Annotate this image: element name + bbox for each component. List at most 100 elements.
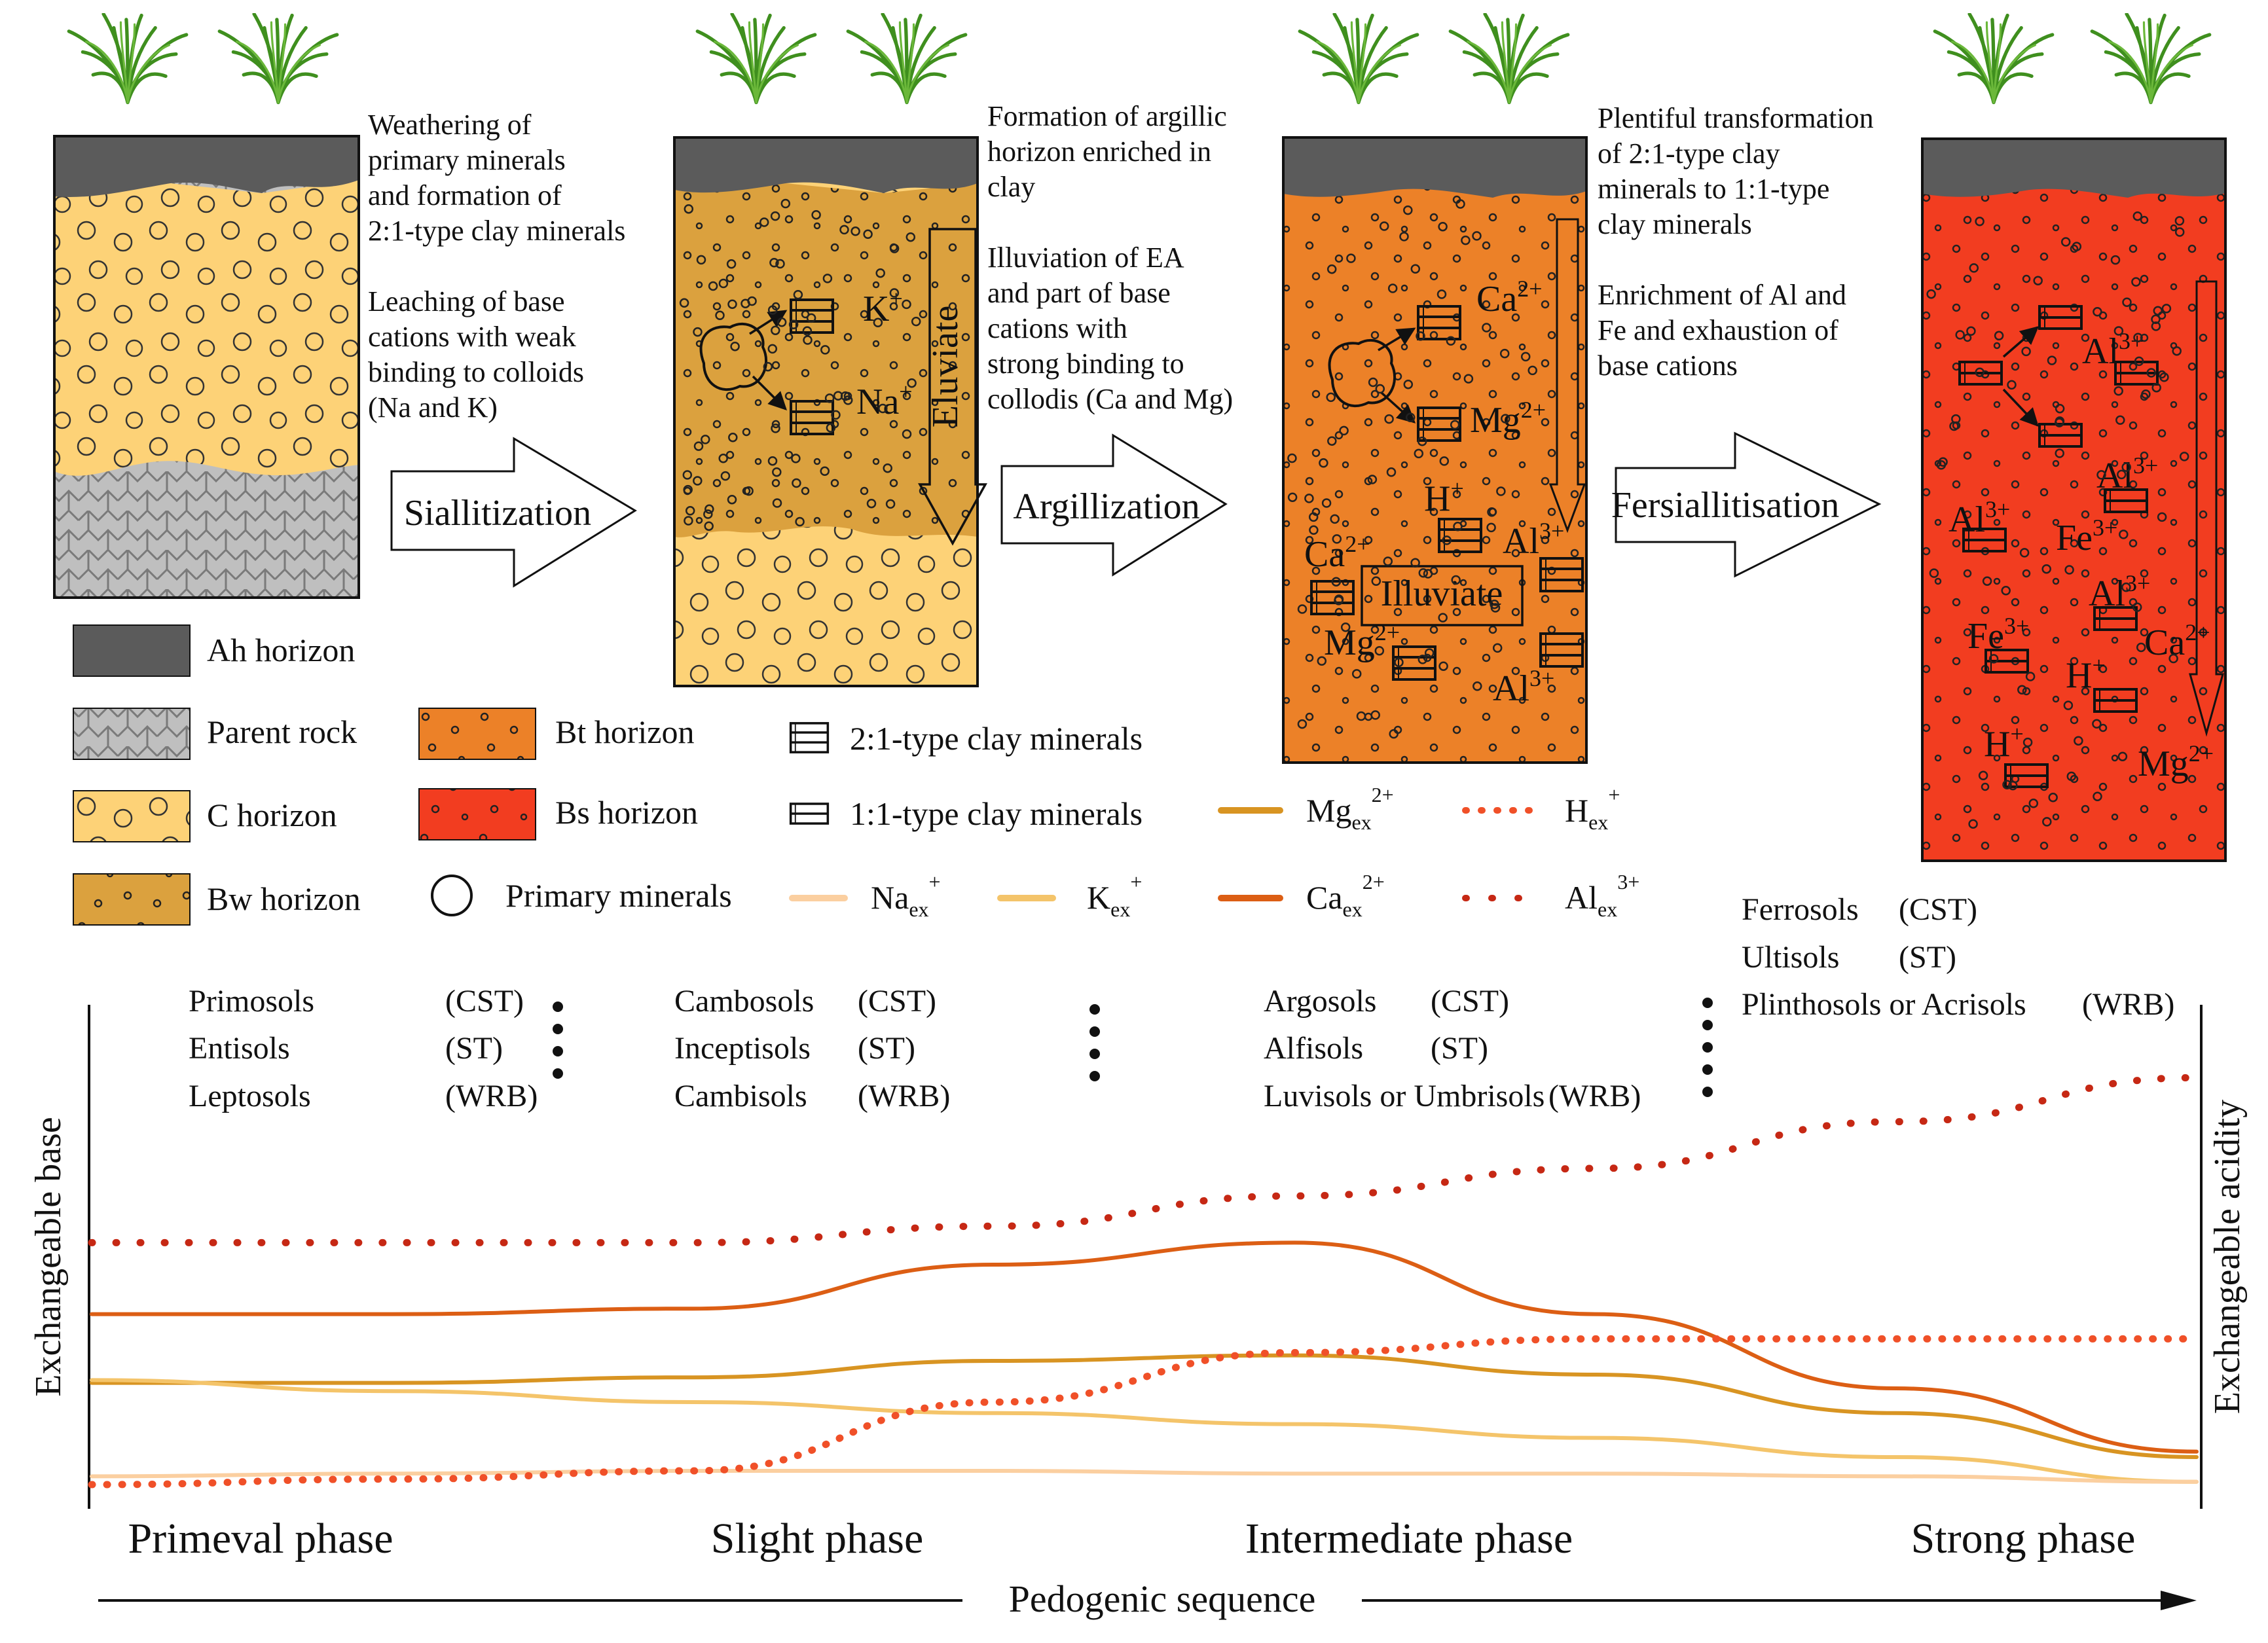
speckle [1418, 655, 1428, 664]
ion-mg: Mg2+ [1470, 397, 1546, 441]
speckle [1410, 558, 1420, 568]
speckle [684, 204, 694, 214]
speckle [728, 433, 738, 442]
speckle [726, 259, 737, 269]
speckle [679, 298, 689, 308]
speckle [2151, 321, 2161, 331]
primary-mineral-icon [431, 875, 473, 916]
speckle [2159, 372, 2169, 382]
speckle [1383, 556, 1393, 566]
soil-group-name: Inceptisols [674, 1031, 811, 1066]
speckle [1490, 599, 1499, 609]
speckle [1988, 654, 1999, 664]
speckle [763, 361, 773, 372]
annotation-line: binding to colloids [368, 356, 584, 388]
speckle [802, 326, 813, 336]
speckle [685, 506, 695, 516]
soil-group-name: Entisols [189, 1031, 290, 1066]
speckle [703, 509, 713, 519]
soil-group-system: (WRB) [445, 1079, 538, 1113]
speckle [1356, 711, 1366, 721]
speckle [2007, 380, 2017, 390]
process-arrow-2: Argillization [1000, 433, 1228, 577]
speckle [2055, 403, 2065, 414]
phase-label-1: Primeval phase [128, 1515, 393, 1562]
eluviate-label: Eluviate [925, 306, 966, 428]
speckle [772, 498, 782, 508]
speckle [792, 478, 801, 488]
speckle [1386, 467, 1397, 477]
annotation-line: clay minerals [1598, 208, 1752, 240]
speckle [2041, 564, 2051, 574]
speckle [889, 288, 900, 298]
speckle [1330, 514, 1340, 524]
speckle [2168, 653, 2178, 664]
annotation-line: Weathering of [368, 109, 532, 141]
legend-primary: Primary minerals [505, 877, 732, 914]
speckle [1384, 414, 1394, 424]
speckle [2008, 780, 2018, 791]
speckle [2093, 791, 2102, 801]
speckle [2141, 389, 2151, 399]
speckle [1367, 475, 1378, 484]
speckle [1297, 719, 1308, 729]
speckle [684, 516, 693, 526]
speckle [2117, 469, 2127, 480]
speckle [1394, 657, 1404, 668]
speckle [1327, 436, 1337, 446]
speckle [1975, 217, 1985, 226]
speckle [2131, 277, 2141, 287]
speckle [1955, 330, 1965, 340]
speckle [718, 278, 729, 289]
speckle [1439, 456, 1450, 466]
primary-mineral-icon [1328, 338, 1396, 407]
speckle [1379, 221, 1389, 231]
speckle [2074, 736, 2083, 746]
speckle [2092, 719, 2102, 729]
speckle [1375, 384, 1385, 394]
legend-bt: Bt horizon [555, 713, 694, 750]
speckle [727, 494, 737, 505]
annotation-line: (Na and K) [368, 391, 498, 424]
annotation-line: cations with [987, 312, 1127, 344]
speckle [1438, 661, 1448, 671]
speckle [1951, 414, 1961, 424]
profile-4: Al3+ Al3+ Al3+ Fe3+ Al3+ Fe3+ Ca2+ H+ H+… [1921, 14, 2227, 862]
speckle [769, 258, 779, 268]
speckle [1321, 498, 1332, 508]
speckle [744, 486, 754, 496]
speckle [1499, 348, 1510, 359]
soil-group-name: Primosols [189, 984, 314, 1019]
speckle [1487, 507, 1497, 517]
speckle [2121, 462, 2131, 472]
speckle [1438, 221, 1448, 232]
speckle [1455, 199, 1465, 209]
speckle [2110, 255, 2121, 265]
speckle [1978, 770, 1988, 781]
speckle [839, 225, 849, 235]
annotation-line: Illuviation of EA [987, 242, 1184, 274]
speckle [2019, 548, 2030, 558]
ion-al-3: Al3+ [1948, 496, 2010, 540]
speckle [772, 467, 782, 477]
speckle [741, 298, 750, 308]
speckle [1492, 643, 1503, 653]
speckle [1403, 379, 1414, 389]
speckle [1340, 622, 1351, 632]
speckle [2119, 530, 2129, 539]
separator-dots [553, 998, 1713, 1097]
speckle [1450, 420, 1460, 430]
ion-h-1: H+ [2066, 652, 2106, 696]
trend-line-mg [90, 1353, 2199, 1459]
speckle [1287, 453, 1297, 463]
speckle [1966, 326, 1976, 336]
ion-al-2: Al3+ [1493, 665, 1554, 709]
speckle [2033, 276, 2043, 285]
soil-group-name: Cambisols [674, 1079, 807, 1113]
speckle [1308, 512, 1319, 522]
annotation-line: Leaching of base [368, 285, 565, 317]
speckle [682, 470, 693, 480]
speckle [793, 289, 803, 300]
annotation-line: horizon enriched in [987, 135, 1211, 168]
legend-c: C horizon [207, 797, 337, 833]
